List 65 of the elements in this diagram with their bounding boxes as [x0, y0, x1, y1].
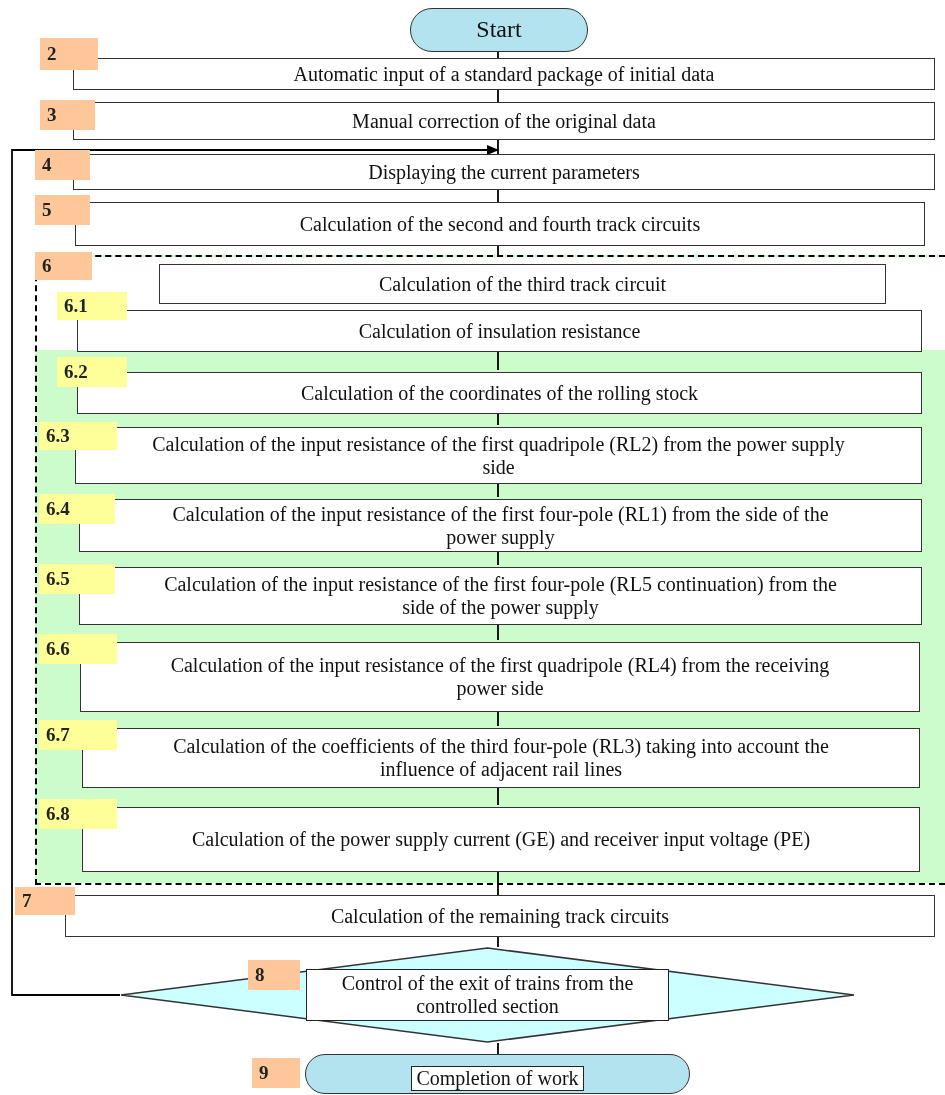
step-number: 6.2 [57, 357, 127, 387]
step-number: 6.5 [39, 564, 115, 594]
process-box [73, 102, 935, 140]
step-number: 6.6 [39, 634, 117, 664]
step-text: Calculation of the remaining track circuits [330, 904, 670, 928]
step-number: 7 [15, 887, 75, 915]
step-number: 6.4 [39, 494, 115, 524]
step-number: 5 [35, 195, 90, 225]
terminator-text: Start [476, 16, 522, 44]
step-number: 6.1 [57, 292, 127, 320]
group-title: Calculation of the third track circuit [378, 272, 667, 296]
step-text: Calculation of the input resistance of the first four-pole (RL1) from the side of the power supply [171, 502, 830, 549]
decision-diamond [120, 947, 855, 1043]
step-number: 6.3 [39, 422, 117, 450]
step-text: Calculation of the coefficients of the third four-pole (RL3) taking into account the influence of adjacent rail lines [172, 735, 830, 781]
terminator-shape [410, 8, 588, 52]
connector-line [497, 189, 499, 203]
process-box [77, 310, 922, 352]
connector-line [497, 481, 499, 498]
connector-line [497, 1042, 499, 1055]
step-number: 8 [248, 960, 300, 990]
process-box [73, 154, 935, 190]
step-number: 6.7 [39, 720, 117, 750]
step-text: Calculation of the input resistance of the first four-pole (RL5 continuation) from the side of the power supply [163, 573, 838, 619]
connector-line [497, 89, 499, 103]
process-box [73, 58, 935, 90]
connector-line [497, 709, 499, 727]
step-number: 6 [35, 252, 92, 280]
connector-line [497, 349, 499, 371]
process-box [80, 642, 920, 712]
process-box [79, 499, 922, 552]
step-number: 9 [252, 1058, 300, 1088]
connector-line [497, 936, 499, 948]
step-text: Automatic input of a standard package of initial data [293, 62, 715, 86]
step-text: Calculation of insulation resistance [358, 319, 641, 343]
step-text: Calculation of the second and fourth track circuits [299, 212, 701, 236]
step-number: 6.8 [39, 799, 117, 829]
process-box [75, 202, 925, 246]
connector-line [497, 411, 499, 426]
connector-line [497, 869, 499, 896]
step-number: 4 [35, 150, 90, 180]
terminator-shape [305, 1054, 690, 1094]
step-text: Calculation of the power supply current (GE) and receiver input voltage (PE) [191, 828, 811, 851]
connector-line [497, 785, 499, 806]
connector-line [497, 245, 499, 256]
connector-line [497, 622, 499, 641]
terminator-text: Completion of work [411, 1065, 584, 1091]
process-box [75, 427, 922, 484]
dashed-group-frame [35, 255, 945, 885]
decision-text: Control of the exit of trains from the controlled section [306, 969, 669, 1021]
step-text: Calculation of the input resistance of the first quadripole (RL2) from the power supply side [151, 432, 846, 479]
connector-line [497, 549, 499, 566]
step-text: Calculation of the input resistance of the first quadripole (RL4) from the receiving power side [169, 654, 831, 700]
step-number: 2 [40, 38, 98, 70]
process-box [65, 895, 935, 937]
step-number: 3 [40, 100, 95, 130]
step-text: Calculation of the coordinates of the rolling stock [300, 381, 699, 405]
connector-line [497, 139, 499, 155]
process-box [82, 807, 920, 872]
arrow [11, 145, 499, 996]
process-box [79, 567, 922, 625]
process-box [82, 728, 920, 788]
step-text: Manual correction of the original data [352, 109, 656, 133]
step-text: Displaying the current parameters [368, 160, 640, 184]
connector-line [497, 51, 499, 59]
